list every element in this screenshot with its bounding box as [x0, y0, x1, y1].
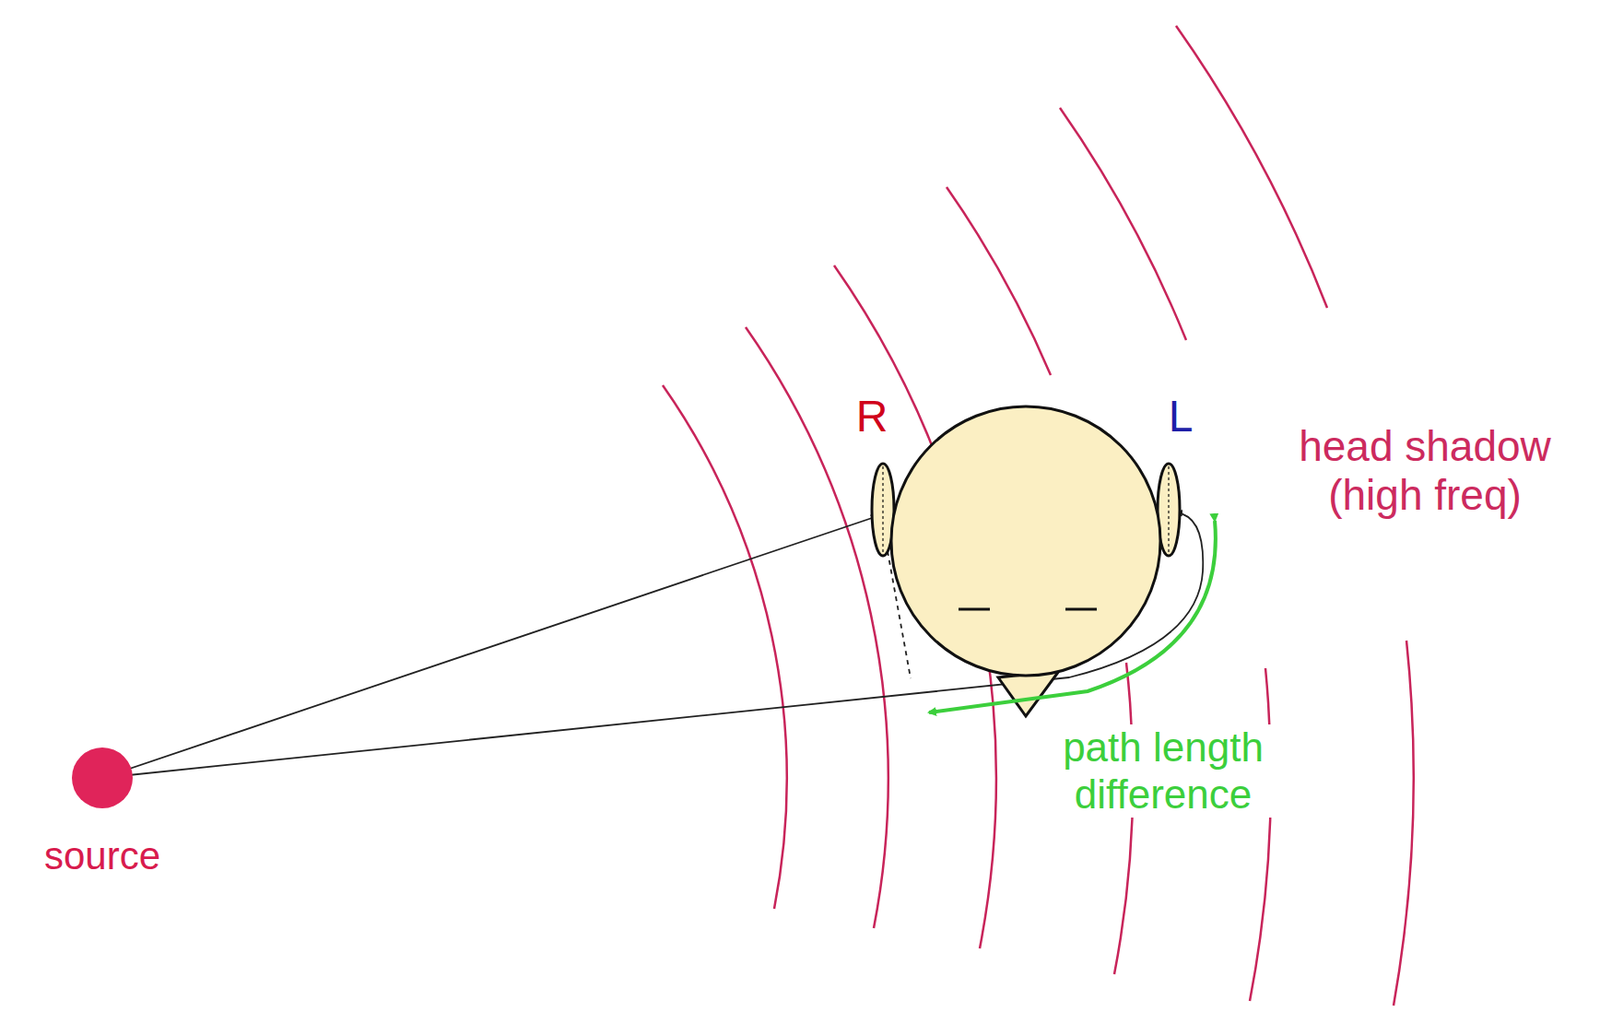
source-label: source [40, 834, 165, 879]
path-difference-arrow [929, 520, 1216, 713]
annotation: head shadow (high freq) [1278, 422, 1572, 520]
annotation: path length difference [1038, 724, 1288, 818]
ear-label: R [852, 390, 893, 442]
source-dot [71, 747, 133, 809]
ear-label: L [1164, 390, 1198, 442]
